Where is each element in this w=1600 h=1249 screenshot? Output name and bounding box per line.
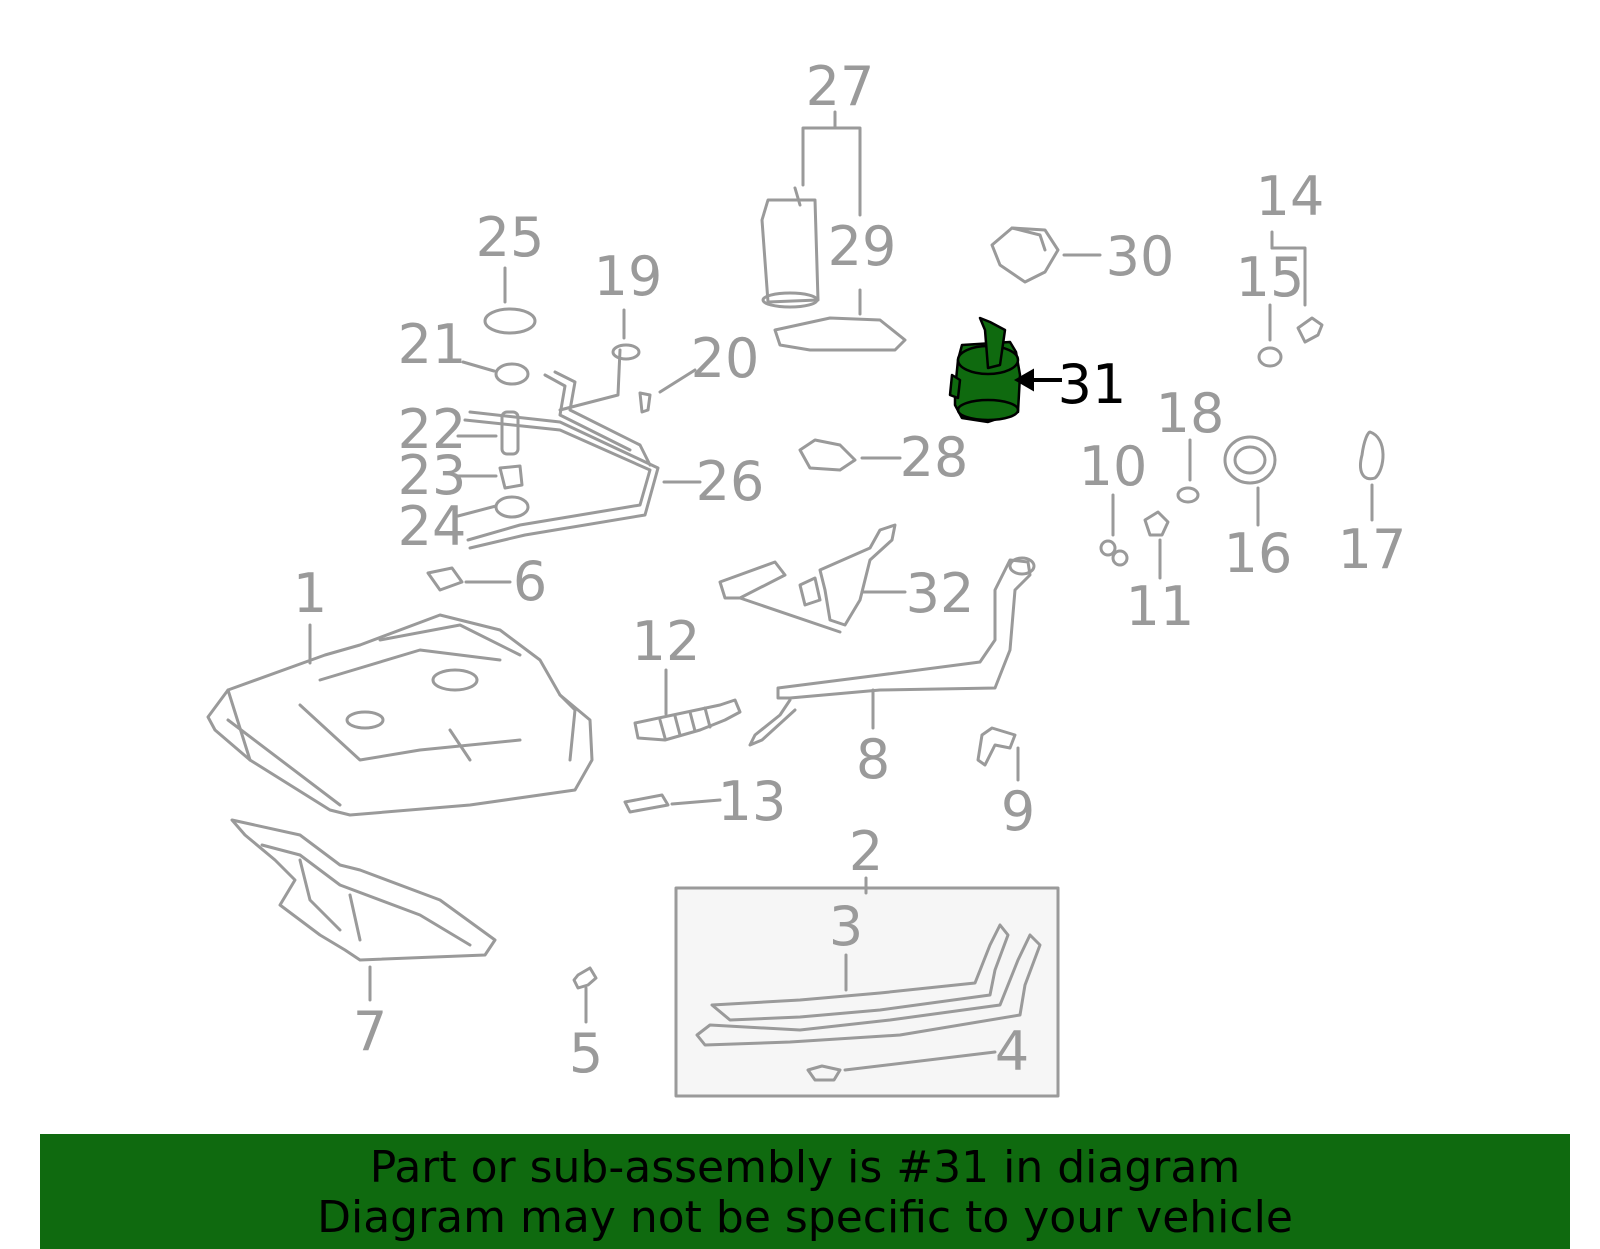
callout-25: 25 [476,206,545,269]
callout-12: 12 [632,610,701,673]
part-29-bracket[interactable] [773,316,907,352]
part-26-fuel-lines[interactable] [463,348,660,550]
callout-4: 4 [995,1020,1029,1083]
callout-22: 22 [398,398,467,461]
callout-13: 13 [718,770,787,833]
part-9-bracket[interactable] [976,726,1017,767]
callout-18: 18 [1156,382,1225,445]
callout-10: 10 [1079,435,1148,498]
callout-6: 6 [513,550,547,613]
part-27-pump[interactable] [760,186,820,309]
part-16-filler-cap[interactable] [1223,435,1277,485]
part-17-ring[interactable] [1359,430,1385,481]
part-23-clip[interactable] [498,464,524,490]
part-30-regulator[interactable] [990,226,1060,284]
part-5-clip[interactable] [572,966,598,990]
info-banner: Part or sub-assembly is #31 in diagram D… [40,1134,1570,1249]
part-25-gasket[interactable] [483,307,537,335]
part-11-bushing[interactable] [1143,510,1170,537]
callout-15: 15 [1236,246,1305,309]
part-31-highlighted-pump-module[interactable] [948,316,1022,424]
callout-11: 11 [1126,575,1195,638]
part-28-clamp[interactable] [798,438,857,472]
callout-7: 7 [353,1000,387,1063]
callout-2: 2 [849,820,883,883]
leader-lines [308,110,1374,1072]
part-21-cap[interactable] [494,362,530,386]
callout-labels: 1 2 3 4 5 6 7 8 9 10 11 12 13 14 15 16 1… [293,55,1407,1085]
callout-28: 28 [900,426,969,489]
part-7-shield[interactable] [230,818,497,962]
callout-8: 8 [856,728,890,791]
part-3-straps[interactable] [695,923,1042,1047]
part-8-filler-pipe[interactable] [748,556,1036,747]
part-6-pad[interactable] [426,566,464,592]
callout-32: 32 [906,562,975,625]
part-2-strap-box [674,886,1060,1098]
callout-30: 30 [1106,225,1175,288]
parts-diagram: 1 2 3 4 5 6 7 8 9 10 11 12 13 14 15 16 1… [206,55,1407,1098]
callout-16: 16 [1224,522,1293,585]
callout-23: 23 [398,444,467,507]
callout-27: 27 [806,55,875,118]
callout-20: 20 [691,327,760,390]
part-22-filter[interactable] [500,410,520,456]
callout-1: 1 [293,562,327,625]
callout-14: 14 [1256,165,1325,228]
banner-line-2: Diagram may not be specific to your vehi… [317,1192,1293,1243]
part-4-bolt[interactable] [806,1064,842,1082]
part-18-ring[interactable] [1176,486,1200,504]
callout-17: 17 [1338,518,1407,581]
callout-9: 9 [1001,780,1035,843]
part-12-hose[interactable] [633,698,742,742]
part-10-washers[interactable] [1099,539,1129,567]
leader-31 [1013,368,1062,392]
banner-line-1: Part or sub-assembly is #31 in diagram [369,1142,1241,1193]
callout-31-highlighted: 31 [1058,353,1127,416]
callout-26: 26 [696,450,765,513]
callout-21: 21 [398,313,467,376]
callout-5: 5 [569,1022,603,1085]
part-15-grommet[interactable] [1257,346,1283,368]
part-1-fuel-tank[interactable] [206,613,594,817]
part-19-fitting[interactable] [611,343,641,361]
part-32-sender[interactable] [718,523,897,634]
callout-29: 29 [828,215,897,278]
callout-24: 24 [398,495,467,558]
callout-19: 19 [594,245,663,308]
part-24-seal[interactable] [494,495,530,519]
part-20-clip[interactable] [638,391,652,414]
part-14-valve[interactable] [1296,316,1324,344]
callout-3: 3 [829,895,863,958]
part-13-hose[interactable] [623,793,670,814]
